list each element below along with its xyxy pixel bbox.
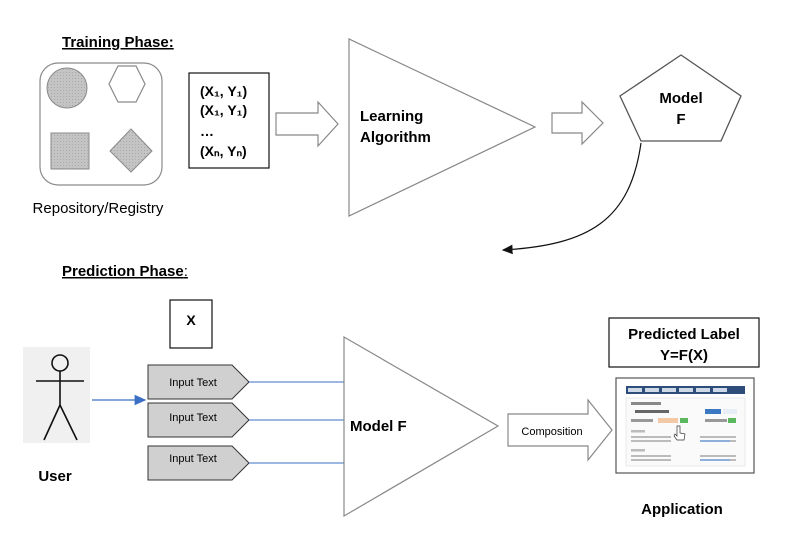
user-label: User	[38, 468, 72, 485]
model-f-label: Model F	[350, 418, 407, 435]
repository-label: Repository/Registry	[33, 200, 164, 217]
user-figure	[23, 347, 90, 443]
composition-block-arrow	[507, 398, 613, 462]
training-phase-heading: Training Phase:	[62, 34, 174, 51]
model-pentagon	[619, 54, 742, 142]
learning-algorithm-line1: Learning	[360, 108, 423, 125]
block-arrow-algorithm-to-model	[551, 100, 604, 146]
dataset-row-2: (X₁, Y₁)	[200, 102, 247, 118]
model-pentagon-line2: F	[676, 111, 685, 128]
dataset-row-n: (Xₙ, Yₙ)	[200, 143, 247, 159]
input-connector-lines	[249, 381, 344, 464]
pointer-hand-icon	[673, 425, 686, 441]
dataset-ellipsis: …	[200, 123, 214, 139]
hexagon-shape-icon	[108, 65, 146, 103]
prediction-phase-heading-text: Prediction Phase	[62, 263, 184, 280]
diamond-shape-icon	[109, 128, 153, 173]
predicted-label-box	[608, 317, 760, 368]
prediction-phase-heading-colon: :	[184, 263, 188, 280]
composition-label: Composition	[521, 426, 582, 438]
curved-arrow-model-to-prediction	[501, 142, 642, 255]
model-f-triangle	[343, 335, 500, 518]
predicted-label-line1: Predicted Label	[628, 326, 740, 343]
input-text-item: Input Text	[147, 445, 250, 481]
predicted-label-line2: Y=F(X)	[660, 347, 708, 364]
circle-shape-icon	[46, 67, 88, 109]
application-screenshot	[615, 377, 755, 474]
input-text-item: Input Text	[147, 364, 250, 400]
input-text-label: Input Text	[169, 412, 217, 424]
prediction-phase-heading: Prediction Phase:	[62, 263, 188, 280]
repository-container	[39, 62, 163, 186]
input-text-item: Input Text	[147, 402, 250, 438]
training-dataset-box: (X₁, Y₁) (X₁, Y₁) … (Xₙ, Yₙ)	[188, 72, 270, 169]
dataset-row-1: (X₁, Y₁)	[200, 83, 247, 99]
learning-algorithm-line2: Algorithm	[360, 129, 431, 146]
application-label: Application	[641, 501, 723, 518]
block-arrow-dataset-to-algorithm	[275, 100, 339, 148]
learning-algorithm-triangle	[348, 38, 537, 217]
input-text-label: Input Text	[169, 377, 217, 389]
input-x-box	[169, 299, 213, 349]
input-x-label: X	[186, 312, 196, 328]
square-shape-icon	[50, 132, 90, 170]
input-text-label: Input Text	[169, 453, 217, 465]
model-pentagon-line1: Model	[659, 90, 702, 107]
stick-figure-icon	[36, 354, 84, 441]
